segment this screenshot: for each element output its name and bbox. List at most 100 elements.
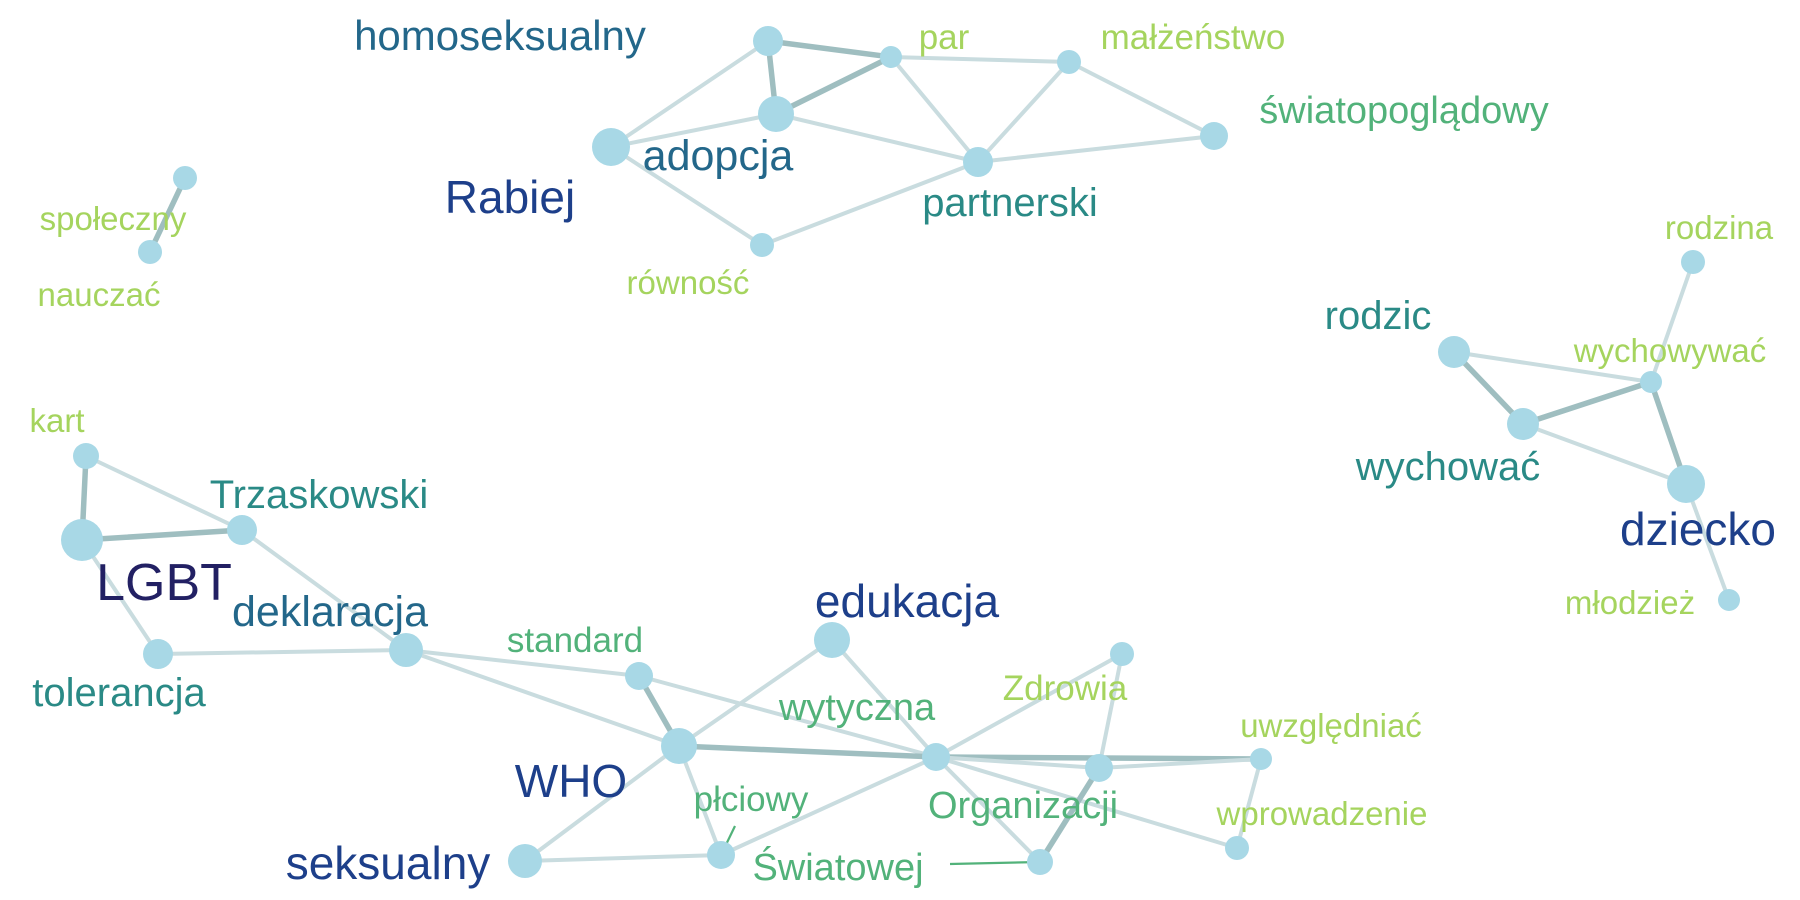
- edge-organizacji-swiatowej: [1037, 765, 1102, 865]
- edge-wytyczna-wprowadzenie: [934, 755, 1239, 850]
- node-label-dziecko: dziecko: [1620, 503, 1776, 555]
- node-label-swiatowej: Światowej: [752, 844, 923, 889]
- edge-rabiej-rownosc: [609, 145, 764, 247]
- node-label-mlodziez: młodzież: [1565, 584, 1695, 621]
- node-mlodziez: [1718, 589, 1740, 611]
- edge-wytyczna-swiatowej: [934, 755, 1042, 864]
- edge-edukacja-who: [677, 638, 834, 748]
- node-dziecko: [1667, 465, 1705, 503]
- edge-organizacji-uwzgledniac: [1097, 757, 1263, 770]
- edge-malzenstwo-partnerski: [976, 60, 1071, 164]
- node-deklaracja: [389, 633, 423, 667]
- edge-par-malzenstwo: [889, 55, 1071, 64]
- edge-rodzic-wychowac: [1451, 349, 1526, 427]
- node-label-tolerancja: tolerancja: [32, 671, 206, 715]
- node-organizacji: [1085, 754, 1113, 782]
- node-uwzgledniac: [1250, 748, 1272, 770]
- edge-spoleczny-nauczac: [147, 175, 188, 255]
- edge-adopcja-rabiej: [609, 112, 778, 149]
- edge-edukacja-wytyczna: [830, 638, 938, 759]
- node-label-spoleczny: społeczny: [40, 200, 187, 237]
- node-rodzic: [1438, 336, 1470, 368]
- edge-rownosc-partnerski: [760, 160, 980, 247]
- node-label-homoseksualny: homoseksualny: [354, 12, 646, 59]
- node-label-uwzgledniac: uwzględniać: [1240, 707, 1422, 744]
- node-label-rownosc: równość: [627, 264, 750, 301]
- node-who: [661, 728, 697, 764]
- node-label-nauczac: nauczać: [38, 276, 161, 313]
- node-label-wychowywac: wychowywać: [1573, 332, 1767, 369]
- edge-partnerski-swiatopogladowy: [976, 134, 1216, 164]
- edge-standard-wytyczna: [637, 674, 938, 759]
- node-wprowadzenie: [1225, 836, 1249, 860]
- node-partnerski: [963, 147, 993, 177]
- edge-adopcja-partnerski: [774, 112, 980, 164]
- edge-malzenstwo-swiatopogladowy: [1067, 60, 1216, 138]
- node-label-wytyczna: wytyczna: [778, 687, 936, 729]
- node-plciowy: [707, 841, 735, 869]
- node-rabiej: [592, 128, 630, 166]
- node-swiatopogladowy: [1200, 122, 1228, 150]
- node-label-rabiej: Rabiej: [445, 171, 575, 223]
- node-label-organizacji: Organizacji: [928, 785, 1118, 827]
- edge-who-plciowy: [677, 744, 723, 857]
- edge-wychowac-dziecko: [1521, 422, 1688, 486]
- node-label-adopcja: adopcja: [643, 132, 794, 180]
- edge-uwzgledniac-wprowadzenie: [1235, 757, 1263, 850]
- node-label-edukacja: edukacja: [815, 575, 1000, 627]
- edge-seksualny-plciowy: [523, 853, 723, 863]
- node-label-par: par: [919, 18, 970, 57]
- edge-lgbt-tolerancja: [80, 538, 160, 656]
- edge-par-adopcja: [773, 54, 894, 117]
- edge-layer: [79, 38, 1731, 865]
- node-layer: [61, 26, 1740, 878]
- node-label-swiatopogladowy: światopoglądowy: [1259, 90, 1548, 132]
- node-wychowywac: [1640, 371, 1662, 393]
- edge-homoseksualny-par: [765, 38, 894, 60]
- edge-rodzic-wychowywac: [1452, 350, 1653, 384]
- node-label-deklaracja: deklaracja: [232, 588, 428, 636]
- node-label-standard: standard: [507, 621, 643, 660]
- node-malzenstwo: [1057, 50, 1081, 74]
- edge-kart-trzaskowski: [84, 454, 244, 532]
- edge-zdrowia-organizacji: [1097, 652, 1124, 770]
- node-spoleczny: [173, 166, 197, 190]
- node-label-wprowadzenie: wprowadzenie: [1216, 795, 1428, 832]
- edge-deklaracja-who: [404, 648, 681, 748]
- edge-wychowac-wychowywac: [1520, 379, 1654, 427]
- node-label-plciowy: płciowy: [694, 780, 809, 819]
- node-rownosc: [750, 233, 774, 257]
- edge-trzaskowski-deklaracja: [240, 528, 408, 652]
- node-label-lgbt: LGBT: [96, 554, 232, 612]
- edge-who-wytyczna: [676, 743, 939, 760]
- node-standard: [625, 662, 653, 690]
- label-leader-swiatowej: [949, 860, 1041, 866]
- node-wytyczna: [922, 743, 950, 771]
- node-nauczac: [138, 240, 162, 264]
- node-par: [880, 46, 902, 68]
- edge-homoseksualny-rabiej: [609, 39, 770, 149]
- node-swiatowej: [1027, 849, 1053, 875]
- node-label-who: WHO: [515, 755, 627, 807]
- node-adopcja: [758, 96, 794, 132]
- edge-wytyczna-zdrowia: [934, 652, 1124, 759]
- edge-dziecko-mlodziez: [1684, 482, 1731, 602]
- node-tolerancja: [143, 639, 173, 669]
- node-label-kart: kart: [29, 402, 84, 439]
- node-zdrowia: [1110, 642, 1134, 666]
- node-trzaskowski: [227, 515, 257, 545]
- node-rodzina: [1681, 250, 1705, 274]
- node-label-trzaskowski: Trzaskowski: [210, 473, 429, 517]
- edge-tolerancja-deklaracja: [156, 648, 408, 656]
- node-label-zdrowia: Zdrowia: [1003, 669, 1128, 708]
- edge-wytyczna-plciowy: [719, 755, 938, 857]
- edge-who-seksualny: [523, 744, 681, 863]
- node-seksualny: [508, 844, 542, 878]
- node-label-partnerski: partnerski: [922, 181, 1098, 225]
- edge-deklaracja-standard: [404, 648, 641, 678]
- node-lgbt: [61, 519, 103, 561]
- node-kart: [73, 443, 99, 469]
- node-label-wychowac: wychować: [1355, 445, 1541, 489]
- node-label-malzenstwo: małżeństwo: [1101, 18, 1286, 57]
